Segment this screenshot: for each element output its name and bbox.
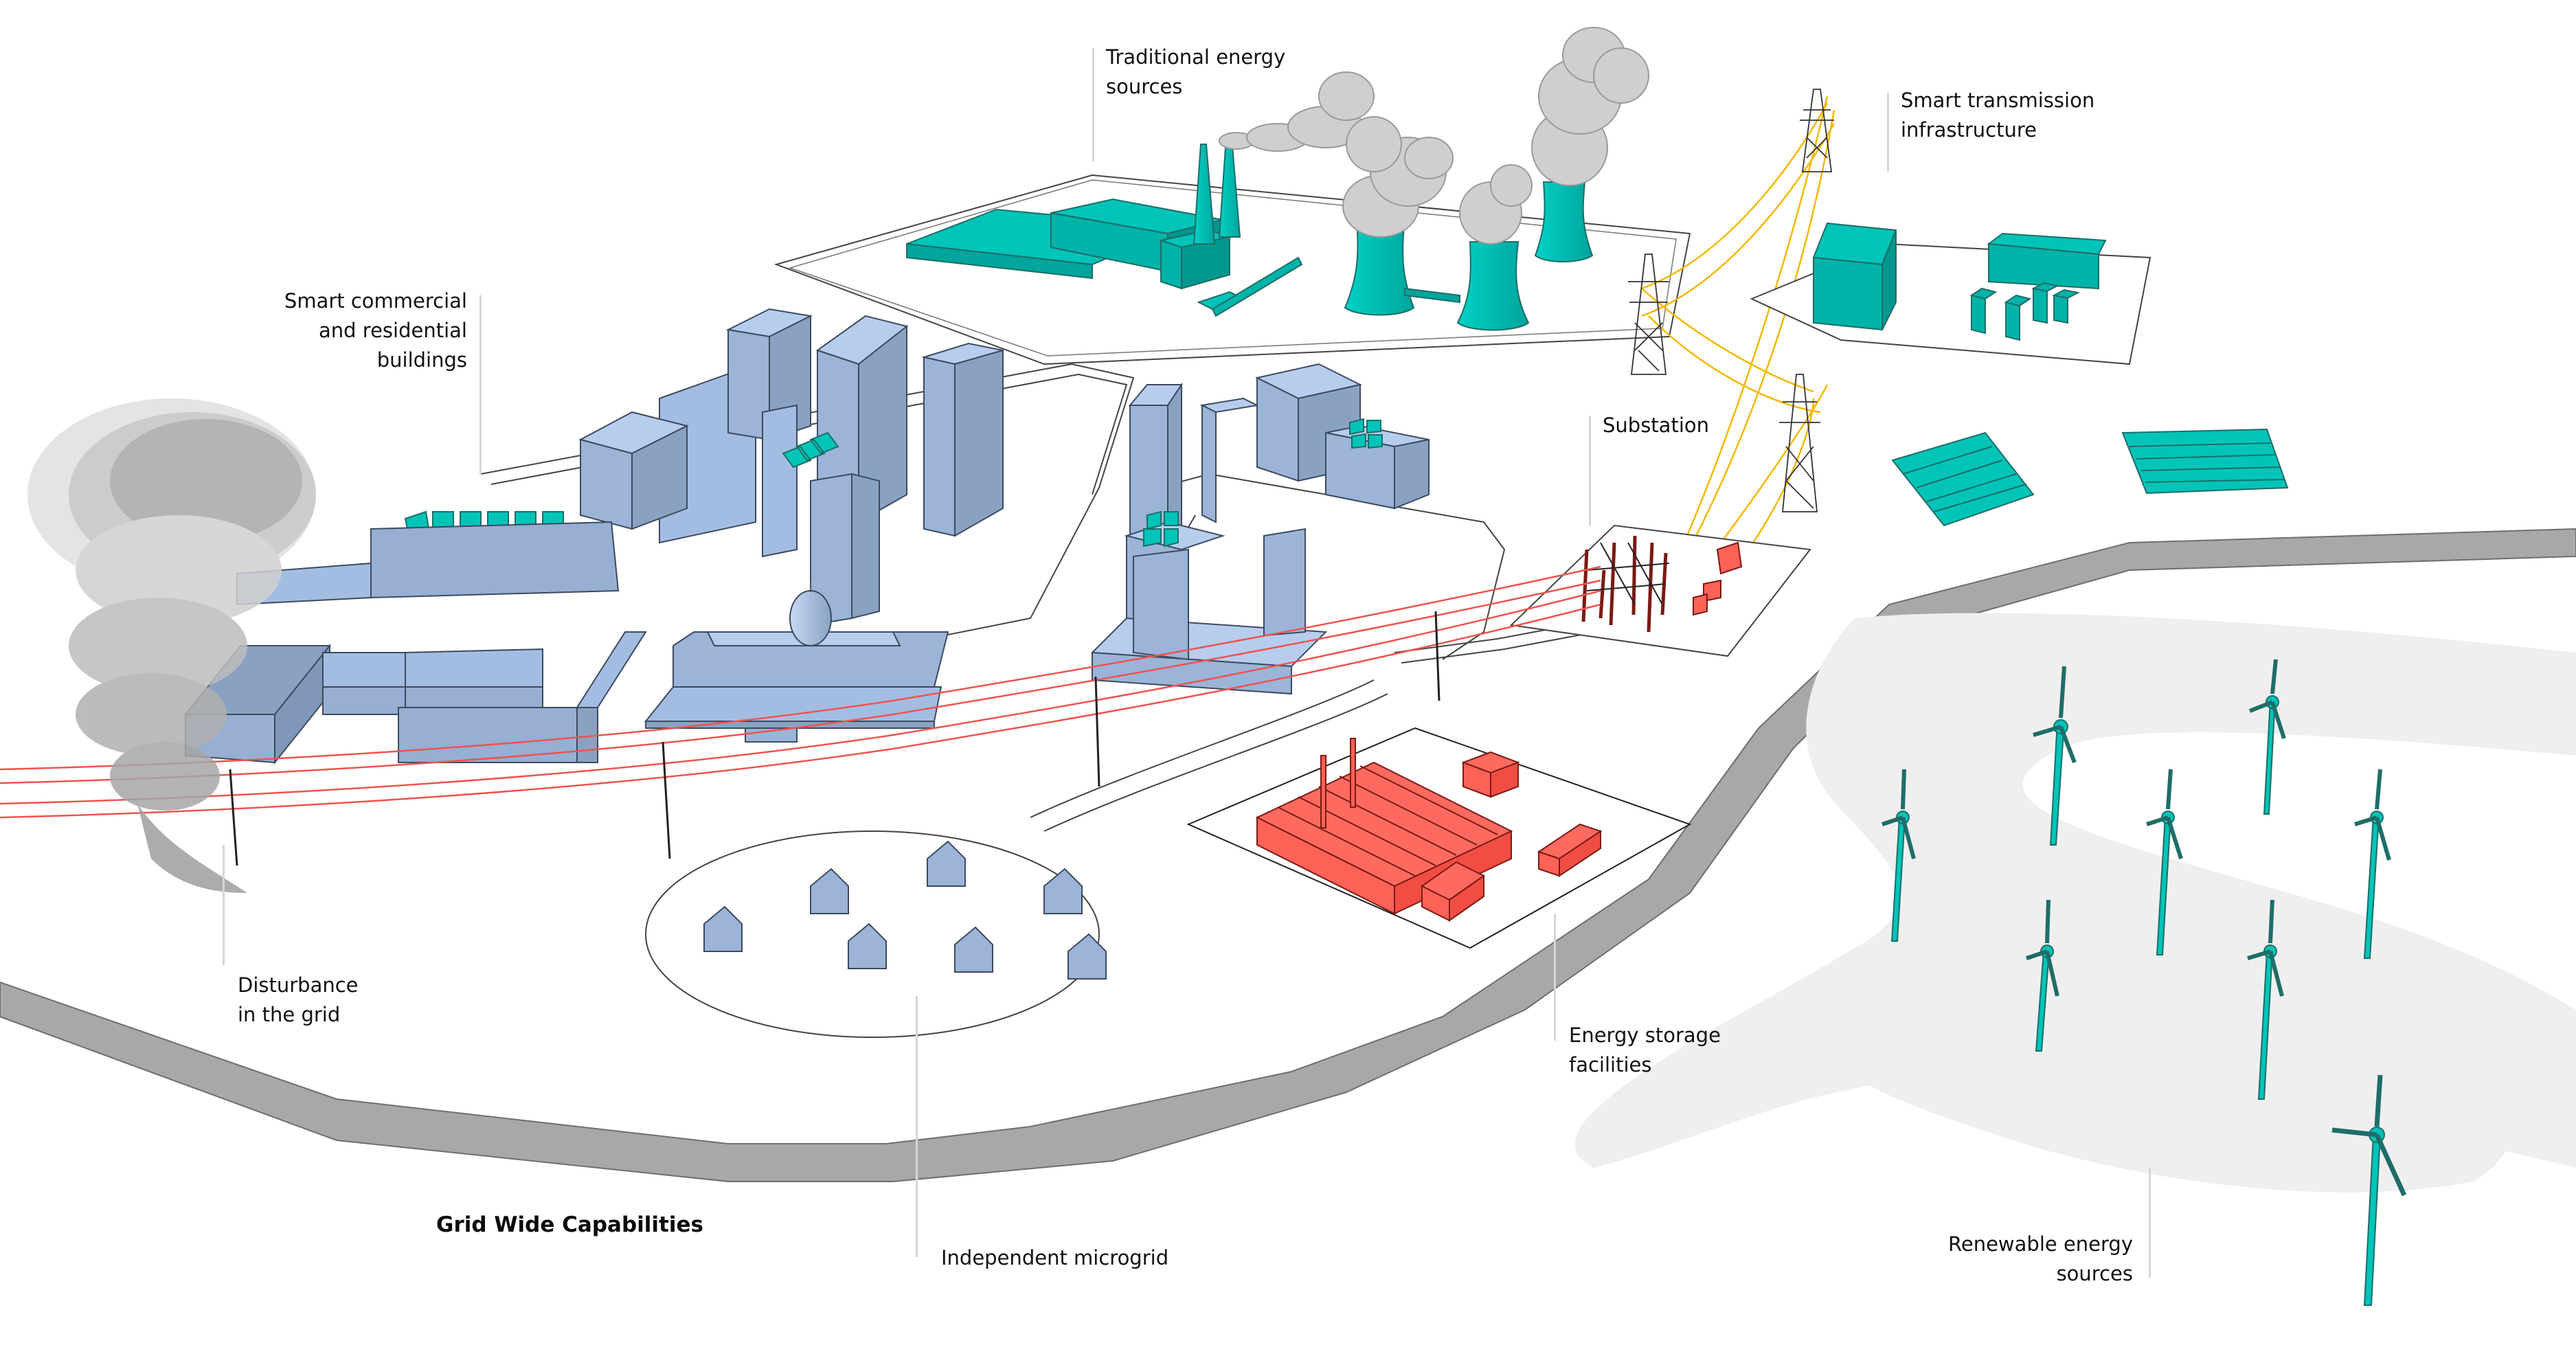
microgrid-area <box>645 830 1107 1038</box>
leader-disturbance <box>223 845 225 965</box>
diagram-title: Grid Wide Capabilities <box>436 1212 703 1237</box>
label-line: Smart commercial <box>284 289 467 313</box>
leader-buildings <box>479 295 482 474</box>
label-line: sources <box>1106 75 1183 98</box>
distribution-power-lines <box>0 565 1601 819</box>
transmission-lines <box>1641 95 1835 605</box>
label-independent-microgrid: Independent microgrid <box>941 1243 1168 1273</box>
wind-turbine-icon <box>2033 666 2077 846</box>
leader-transmission <box>1887 93 1889 172</box>
leader-substation <box>1589 416 1591 526</box>
label-traditional-energy-sources: Traditional energy sources <box>1106 43 1285 102</box>
substation-area <box>1509 524 1811 657</box>
cooling-tower-icon <box>1344 181 1594 331</box>
label-disturbance-in-the-grid: Disturbance in the grid <box>238 971 359 1030</box>
wind-turbine-icon <box>2248 659 2286 815</box>
leader-storage <box>1554 914 1556 1041</box>
label-line: in the grid <box>238 1003 341 1026</box>
house-icon <box>703 840 1107 980</box>
leader-traditional <box>1092 48 1094 161</box>
utility-pole-icon <box>229 611 1440 866</box>
label-line: Renewable energy <box>1948 1232 2133 1256</box>
wind-farm <box>1882 659 2407 1306</box>
ground-platform <box>0 528 2576 1193</box>
label-renewable-energy-sources: Renewable energy sources <box>1923 1230 2133 1289</box>
label-line: Independent microgrid <box>941 1246 1169 1269</box>
wind-turbine-icon <box>2331 1074 2407 1306</box>
wind-turbine-icon <box>2146 769 2183 956</box>
label-line: Smart transmission <box>1901 89 2095 112</box>
label-line: buildings <box>376 348 467 372</box>
label-smart-transmission-infrastructure: Smart transmission infrastructure <box>1901 86 2094 145</box>
solar-array-icon <box>1891 428 2289 527</box>
label-line: Traditional energy <box>1106 45 1286 69</box>
wind-turbine-icon <box>2247 899 2284 1100</box>
smoke-icon <box>1219 27 1649 245</box>
traditional-plant-area <box>773 27 1691 365</box>
city-buildings <box>578 308 1430 695</box>
label-smart-buildings: Smart commercial and residential buildin… <box>261 286 467 375</box>
energy-storage-area <box>1186 727 1692 949</box>
label-line: facilities <box>1569 1053 1652 1076</box>
transmission-tower-icon <box>1628 89 1834 512</box>
leader-renewable <box>2149 1168 2151 1278</box>
wind-turbine-icon <box>1882 769 1916 942</box>
label-line: Energy storage <box>1569 1024 1721 1047</box>
wind-turbine-icon <box>2354 769 2391 959</box>
label-line: Substation <box>1603 414 1709 437</box>
label-line: infrastructure <box>1901 118 2037 142</box>
label-line: and residential <box>319 319 467 342</box>
leader-microgrid <box>916 996 918 1257</box>
wind-turbine-icon <box>2026 899 2059 1052</box>
label-line: Disturbance <box>238 973 359 997</box>
label-line: sources <box>2056 1262 2133 1285</box>
capitol-building <box>644 580 949 743</box>
tornado-icon <box>27 398 316 893</box>
transmission-infrastructure-area <box>1750 222 2151 365</box>
label-substation: Substation <box>1603 411 1709 440</box>
label-energy-storage-facilities: Energy storage facilities <box>1569 1021 1721 1080</box>
